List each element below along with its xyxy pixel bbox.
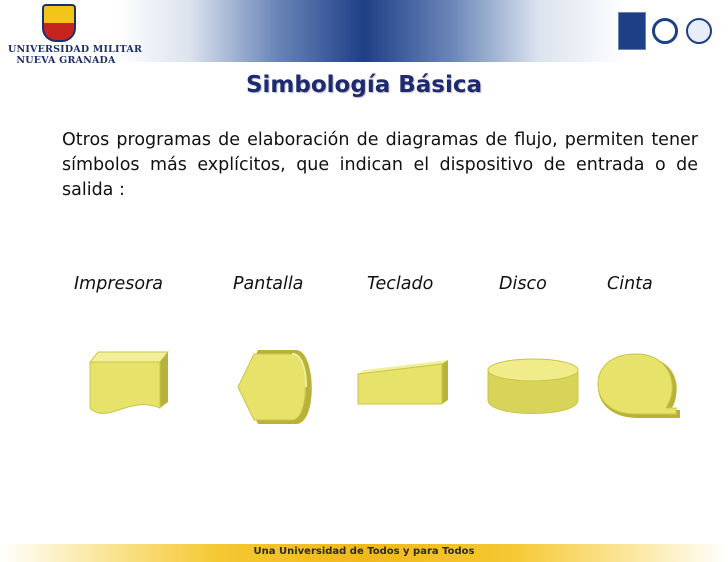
disk-cylinder-shape-icon [487, 358, 579, 414]
label-pantalla: Pantalla [233, 274, 304, 294]
label-cinta: Cinta [607, 274, 653, 294]
certification-badge-icon [618, 12, 646, 50]
tape-shape-icon [597, 353, 680, 418]
label-disco: Disco [499, 274, 547, 294]
logo-line-1: UNIVERSIDAD MILITAR [8, 44, 143, 55]
certification-emblem-icon [686, 18, 712, 44]
footer-slogan: Una Universidad de Todos y para Todos [253, 546, 475, 557]
header-band [0, 0, 728, 62]
certification-logos [618, 12, 718, 52]
shield-icon [42, 4, 76, 42]
logo-line-2: NUEVA GRANADA [16, 55, 116, 66]
display-shape-icon [237, 350, 312, 424]
printer-document-shape-icon [88, 351, 170, 414]
slide-title: Simbología Básica [245, 72, 483, 98]
slide-paragraph: Otros programas de elaboración de diagra… [62, 130, 698, 200]
university-logo: UNIVERSIDAD MILITAR NUEVA GRANADA [4, 2, 143, 66]
label-impresora: Impresora [74, 274, 164, 294]
label-teclado: Teclado [367, 274, 434, 294]
manual-input-shape-icon [357, 360, 448, 405]
certification-seal-icon [652, 18, 678, 44]
footer-band [0, 544, 728, 562]
